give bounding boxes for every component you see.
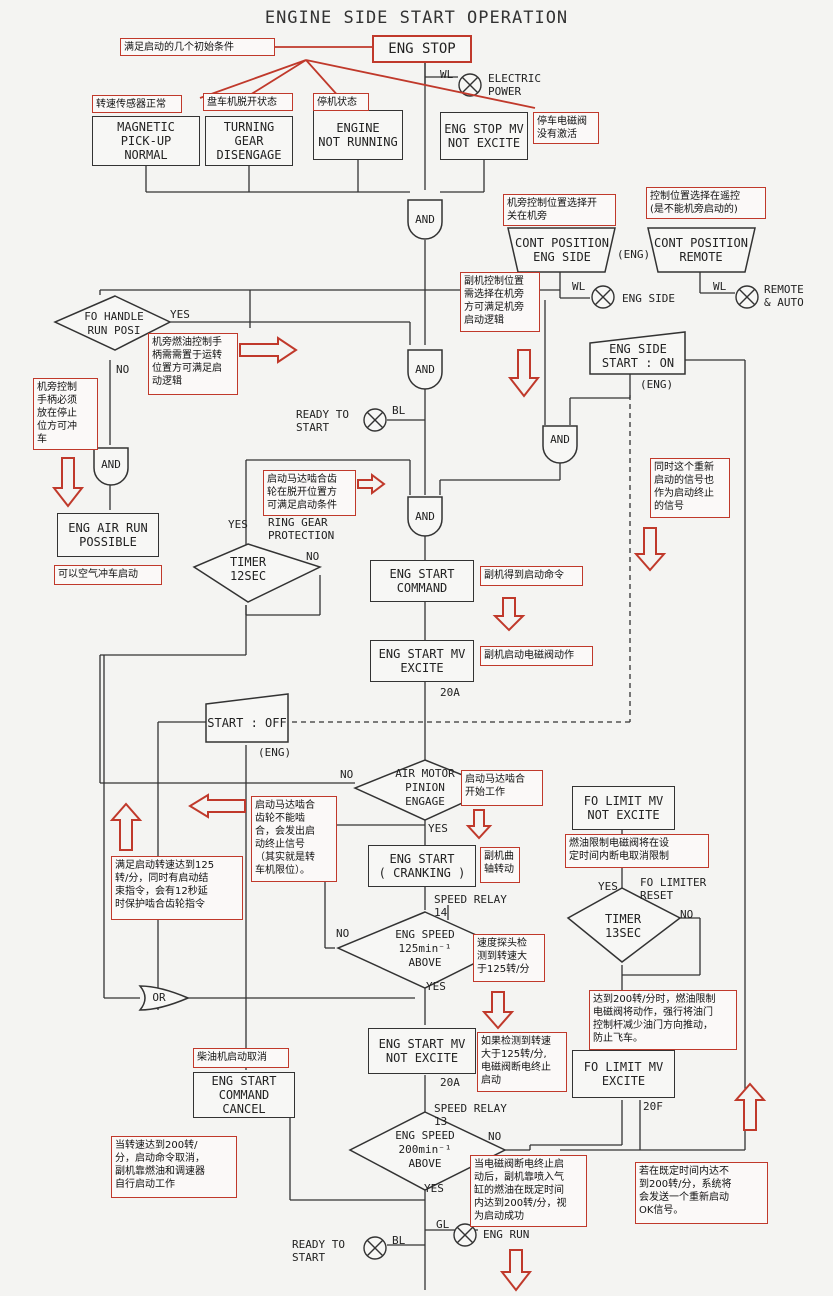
- eng-run-label: ENG RUN: [483, 1228, 530, 1241]
- note-fo-limit-set: 燃油限制电磁阀将在设 定时间内断电取消限制: [565, 834, 709, 868]
- note-engine-stopped: 停机状态: [313, 93, 369, 111]
- note-side-switch: 机旁控制位置选择开 关在机旁: [503, 194, 616, 226]
- no-label-speed125: NO: [336, 927, 350, 940]
- decision-shapes: [53, 295, 682, 1191]
- eng-paren-label-2: (ENG): [640, 378, 674, 391]
- eng-stop-mv-box: ENG STOP MV NOT EXCITE: [440, 112, 528, 160]
- note-speed-sensor: 转速传感器正常: [92, 95, 182, 113]
- fo-limit-mv-excite-box: FO LIMIT MV EXCITE: [572, 1050, 675, 1098]
- annotation-links: [199, 46, 536, 109]
- yes-label-speed200: YES: [424, 1182, 444, 1195]
- a20-label-1: 20A: [440, 686, 460, 699]
- note-crankshaft: 副机曲 轴转动: [480, 847, 520, 883]
- diagram-title: ENGINE SIDE START OPERATION: [264, 8, 569, 28]
- remote-auto-label: REMOTE & AUTO: [764, 283, 804, 309]
- note-200rpm-rack: 达到200转/分时，燃油限制 电磁阀将动作，强行将油门 控制杆减少油门方向推动，…: [589, 990, 737, 1050]
- yes-label-timer12: YES: [228, 518, 248, 531]
- cont-position-eng-side: CONT POSITION ENG SIDE: [515, 236, 609, 264]
- magnetic-pickup-box: MAGNETIC PICK-UP NORMAL: [92, 116, 200, 166]
- note-fo-handle: 机旁燃油控制手 柄需需置于运转 位置方可满足启 动逻辑: [148, 333, 238, 395]
- indicator-lamps: [363, 73, 759, 1260]
- eng-start-mv-not-excite-box: ENG START MV NOT EXCITE: [368, 1028, 476, 1074]
- eng-air-run-box: ENG AIR RUN POSSIBLE: [57, 513, 159, 557]
- note-speed-detect: 速度探头检 测到转速大 于125转/分: [473, 934, 545, 982]
- no-label-air-motor: NO: [340, 768, 354, 781]
- note-stop-valve: 停车电磁阀 没有激活: [533, 112, 599, 144]
- wl-label-2: WL: [572, 280, 586, 293]
- no-label-speed200: NO: [488, 1130, 502, 1143]
- trapezoid-shapes: [205, 227, 756, 743]
- and-gate-2-label: AND: [415, 363, 435, 376]
- eng-side-start-on: ENG SIDE START : ON: [601, 342, 675, 370]
- eng-stop-box: ENG STOP: [372, 35, 472, 63]
- eng-speed-125-decision: ENG SPEED 125min⁻¹ ABOVE: [395, 928, 455, 969]
- annotation-arrows: [51, 336, 767, 1292]
- or-gate-label: OR: [152, 991, 166, 1004]
- eng-start-mv-excite-box: ENG START MV EXCITE: [370, 640, 474, 682]
- and-gate-5-label: AND: [550, 433, 570, 446]
- note-200rpm-command: 当转速达到200转/ 分，启动命令取消， 副机靠燃油和调速器 自行启动工作: [111, 1136, 237, 1198]
- bl-label-1: BL: [392, 404, 406, 417]
- wl-label-1: WL: [440, 68, 454, 81]
- note-motor-engage: 启动马达啮合 开始工作: [461, 770, 543, 806]
- f20-label-2: 20F: [643, 1100, 663, 1113]
- note-restart-signal: 同时这个重新 启动的信号也 作为启动终止 的信号: [650, 458, 730, 518]
- cont-position-remote: CONT POSITION REMOTE: [654, 236, 748, 264]
- wl-label-3: WL: [713, 280, 727, 293]
- yes-label-speed125: YES: [426, 980, 446, 993]
- note-stop-position: 机旁控制 手柄必须 放在停止 位方可冲 车: [33, 378, 98, 450]
- note-mv-off: 如果检测到转速 大于125转/分, 电磁阀断电终止 启动: [477, 1032, 567, 1092]
- eng-start-command-cancel-box: ENG START COMMAND CANCEL: [193, 1072, 295, 1118]
- ready-to-start-label-2: READY TO START: [292, 1238, 345, 1264]
- and-gate-4-label: AND: [101, 458, 121, 471]
- turning-gear-box: TURNING GEAR DISENGAGE: [205, 116, 293, 166]
- note-air-run: 可以空气冲车启动: [54, 565, 162, 585]
- note-start-command: 副机得到启动命令: [480, 566, 583, 586]
- gl-label: GL: [436, 1218, 450, 1231]
- note-start-mv: 副机启动电磁阀动作: [480, 646, 593, 666]
- note-turning-gear: 盘车机脱开状态: [203, 93, 293, 111]
- eng-start-cranking-box: ENG START ( CRANKING ): [368, 845, 476, 887]
- yes-label-fo-handle: YES: [170, 308, 190, 321]
- bl-label-2: BL: [392, 1234, 406, 1247]
- yes-label-air-motor: YES: [428, 822, 448, 835]
- timer-12sec-decision: TIMER 12SEC: [229, 555, 267, 583]
- air-motor-engage-decision: AIR MOTOR PINION ENGAGE: [395, 767, 455, 808]
- note-remote-position: 控制位置选择在遥控 (是不能机旁启动的): [646, 187, 766, 219]
- speed-relay-13-label: SPEED RELAY 13: [434, 1102, 507, 1128]
- fo-limit-mv-not-excite-box: FO LIMIT MV NOT EXCITE: [572, 786, 675, 830]
- engine-not-running-box: ENGINE NOT RUNNING: [313, 110, 403, 160]
- no-label-timer12: NO: [306, 550, 320, 563]
- ring-gear-protection-label: RING GEAR PROTECTION: [268, 516, 335, 542]
- no-label-fo-handle: NO: [116, 363, 130, 376]
- note-initial-conditions: 满足启动的几个初始条件: [120, 38, 275, 56]
- and-gates: [93, 199, 578, 1011]
- eng-side-label: ENG SIDE: [622, 292, 675, 305]
- note-restart-ok: 若在既定时间内达不 到200转/分，系统将 会发送一个重新启动 OK信号。: [635, 1162, 768, 1224]
- note-aux-position: 副机控制位置 需选择在机旁 方可满足机旁 启动逻辑: [460, 272, 540, 332]
- note-125rpm-end: 满足启动转速达到125 转/分，同时有启动结 束指令，会有12秒延 时保护啮合齿…: [111, 856, 243, 920]
- eng-paren-label-1: (ENG): [617, 248, 651, 261]
- eng-speed-200-decision: ENG SPEED 200min⁻¹ ABOVE: [395, 1129, 455, 1170]
- fo-limiter-reset-label: FO LIMITER RESET: [640, 876, 707, 902]
- note-start-cancel: 柴油机启动取消: [193, 1048, 289, 1068]
- and-gate-3-label: AND: [415, 510, 435, 523]
- no-label-timer13: NO: [680, 908, 694, 921]
- fo-handle-decision: FO HANDLE RUN POSI: [84, 310, 144, 337]
- timer-13sec-decision: TIMER 13SEC: [604, 912, 642, 940]
- note-pinion-position: 启动马达啮合齿 轮在脱开位置方 可满足启动条件: [263, 470, 356, 516]
- a20-label-2: 20A: [440, 1076, 460, 1089]
- ready-to-start-label-1: READY TO START: [296, 408, 349, 434]
- yes-label-timer13: YES: [598, 880, 618, 893]
- note-start-success: 当电磁阀断电终止启 动后，副机靠喷入气 缸的燃油在既定时间 内达到200转/分，…: [470, 1155, 587, 1227]
- eng-paren-label-3: (ENG): [258, 746, 292, 759]
- eng-start-command-box: ENG START COMMAND: [370, 560, 474, 602]
- speed-relay-14-label: SPEED RELAY 14: [434, 893, 507, 919]
- note-engage-fail: 启动马达啮合 齿轮不能啮 合，会发出启 动终止信号 （其实就是转 车机限位）。: [251, 796, 337, 882]
- electric-power-label: ELECTRIC POWER: [488, 72, 541, 98]
- start-off: START : OFF: [207, 716, 287, 730]
- and-gate-1-label: AND: [415, 213, 435, 226]
